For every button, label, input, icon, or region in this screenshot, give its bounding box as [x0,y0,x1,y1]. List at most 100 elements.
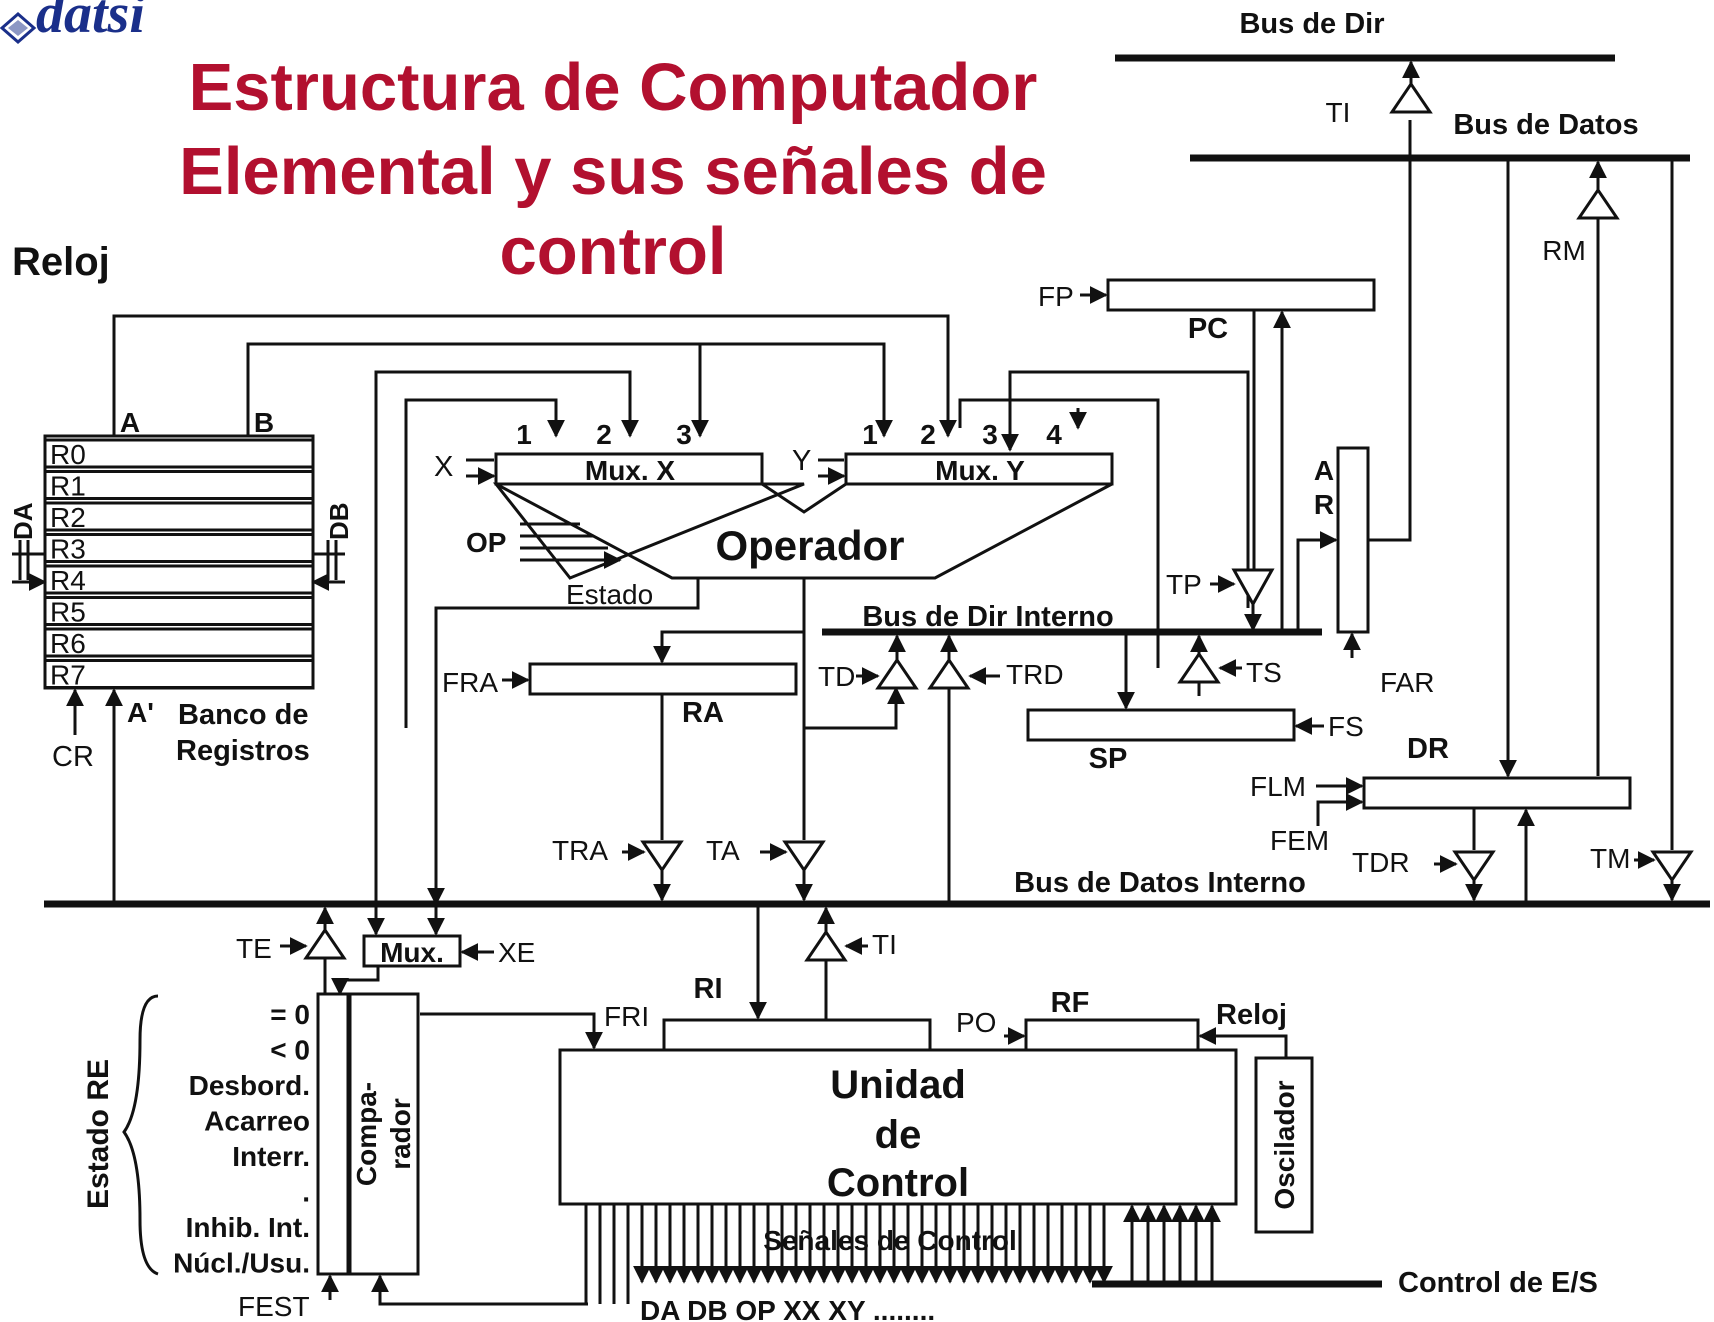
bus-datos-interno-label: Bus de Datos Interno [1014,867,1306,899]
re-register-box [316,992,350,1276]
control-unit-box [558,1048,1238,1206]
control-unit-label-3: Control [827,1161,969,1205]
mux-x-box [494,452,764,486]
port-b-label: B [254,407,274,438]
wire-sp-to-muxy4 [958,398,1160,668]
title-line-3: control [499,214,726,289]
ri-box [662,1018,932,1052]
logo-diamond-icon [0,12,37,44]
dr-box [1362,776,1632,810]
ta-label: TA [706,835,740,866]
op-label: OP [466,527,506,558]
comparator-label-2: rador [385,1098,416,1170]
mux-to-re [331,966,380,996]
mux-y-select-label: Y [792,445,811,477]
trd-label: TRD [1006,659,1064,690]
tdr-tristate-icon [1452,850,1496,883]
datsi-logo: datsi [0,0,145,45]
mux-x-select-label: X [434,451,453,483]
wire-uc-to-comparator [371,1274,588,1306]
flm-label: FLM [1250,771,1306,802]
ri-label: RI [694,973,723,1005]
ts-label: TS [1246,657,1282,688]
port-a-prime-label: A' [127,697,154,728]
tra-tristate-icon [640,840,684,873]
fem-label: FEM [1270,825,1329,856]
ti-top-tristate-icon [1389,81,1433,114]
wire-ra-to-muxx1 [404,398,565,728]
mux-small-label: Mux. [380,937,444,968]
bus-dir-label: Bus de Dir [1239,8,1384,40]
cr-label: CR [52,741,94,773]
far-label: FAR [1380,667,1434,698]
estado-re-item: Acarreo [204,1106,310,1137]
wire-op-to-td [804,686,905,730]
mux-x-select-arrows [466,460,494,476]
ar-box [1336,446,1370,634]
register-row [43,564,315,595]
fem-arrow [1316,793,1364,826]
estado-re-item: Inhib. Int. [186,1212,310,1243]
register-row [43,533,315,563]
wire-b-to-muxy1 [246,342,893,438]
ra-box [528,662,798,696]
register-label: R2 [50,502,86,533]
sp-label: SP [1089,743,1128,775]
ra-label: RA [682,697,724,729]
rf-box [1024,1018,1200,1052]
fest-label: FEST [238,1291,310,1322]
td-tristate-icon [875,657,919,690]
ar-label-a: A [1314,455,1334,486]
db-label: DB [324,502,354,540]
register-bank-label-2: Registros [176,735,310,767]
mux-y-input-label: 2 [920,419,936,450]
register-row [43,501,315,532]
register-row [43,596,315,626]
register-row [43,438,315,469]
register-label: R5 [50,597,86,628]
te-label: TE [236,933,272,964]
mux-y-select-arrows [818,460,844,476]
wire-comparator-to-uc [420,1012,603,1050]
tp-label: TP [1166,569,1202,600]
bus-datos-label: Bus de Datos [1453,109,1638,141]
tm-tristate-icon [1650,850,1694,883]
register-row [43,470,315,500]
fp-label: FP [1038,281,1074,312]
title-line-2: Elemental y sus señales de [179,134,1047,209]
comparator-label-1: Compa- [351,1082,382,1186]
ta-tristate-icon [782,840,826,873]
register-label: R0 [50,439,86,470]
mux-small-box [362,934,462,968]
xe-label: XE [498,937,535,968]
register-bank-label-1: Banco de [178,699,309,731]
signals-label: Señales de Control [763,1225,1017,1256]
control-signal-lines [584,1204,1221,1304]
trd-tristate-icon [927,657,971,690]
mux-x-input-label: 1 [516,419,532,450]
signal-names: DA DB OP XX XY ........ [640,1295,935,1322]
ti-label: TI [872,929,897,960]
logo-text: datsi [36,0,145,45]
mux-y-label: Mux. Y [935,455,1025,486]
fs-label: FS [1328,711,1364,742]
ts-tristate-icon [1177,651,1221,684]
wire-pc-to-muxy3 [1008,370,1250,608]
te-tristate-icon [303,927,347,960]
oscilador-box [1254,1056,1314,1234]
bus-dir-interno-label: Bus de Dir Interno [862,601,1113,633]
wire-op-to-ra [653,630,804,664]
rm-label: RM [1542,235,1586,266]
register-label: R6 [50,628,86,659]
wire-mux-to-muxx2 [374,370,639,904]
ti-top-label: TI [1326,97,1351,128]
po-label: PO [956,1007,996,1038]
wire-osc-to-rf [1198,1027,1288,1058]
fri-label: FRI [604,1001,649,1032]
register-label: R3 [50,534,86,565]
